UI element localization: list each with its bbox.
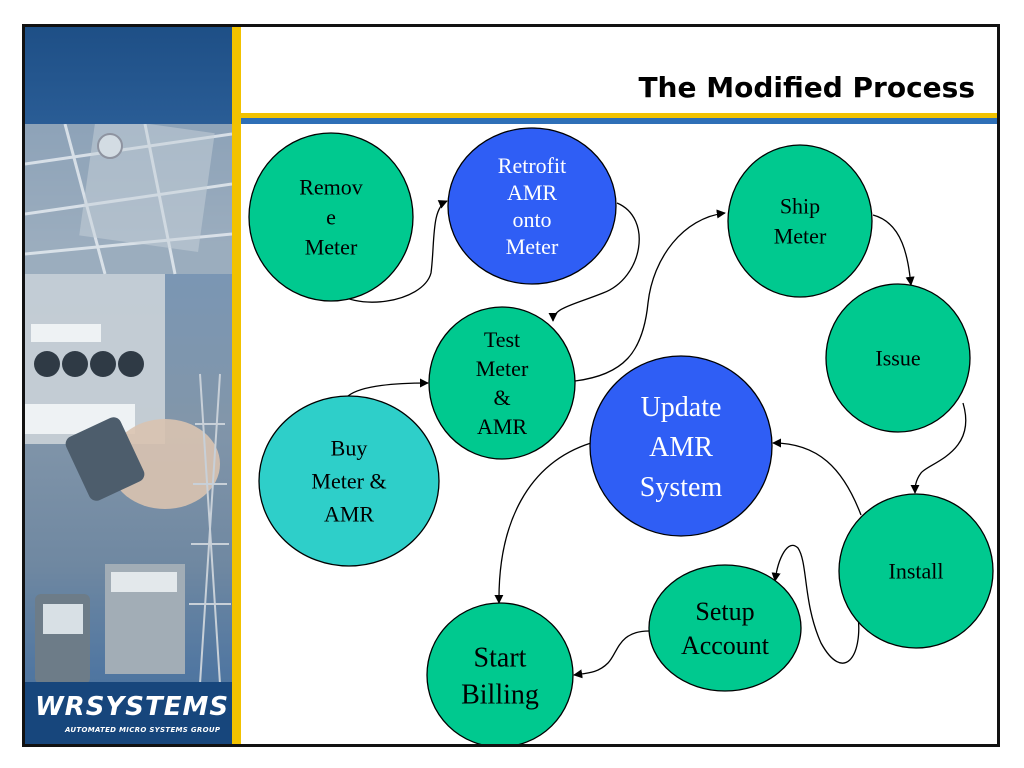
process-diagram: RemoveMeterRetrofitAMRontoMeterShipMeter… (248, 127, 994, 744)
node-label-line: AMR (507, 180, 557, 205)
node-label-line: Retrofit (498, 153, 566, 178)
sidebar-accent-bar (232, 27, 241, 744)
node-label-line: Buy (331, 436, 368, 461)
node-shape (727, 144, 873, 298)
node-label-line: Meter (506, 234, 559, 259)
node-shape (428, 306, 576, 460)
node-label-line: AMR (649, 432, 713, 463)
node-shape (589, 355, 773, 537)
arrow-ship-meter-to-issue (872, 214, 915, 286)
arrow-retrofit-to-test-meter (548, 202, 640, 322)
arrow-update-amr-to-start-billing (494, 442, 592, 604)
node-label-line: System (640, 472, 723, 503)
node-shape (825, 283, 971, 433)
arrow-remove-meter-to-retrofit (330, 200, 448, 303)
node-install: Install (838, 493, 994, 649)
node-label-line: AMR (477, 414, 527, 439)
node-label-line: Billing (461, 679, 539, 710)
node-label-line: Meter (476, 356, 529, 381)
slide-title: The Modified Process (638, 71, 975, 104)
title-rule-blue (241, 118, 997, 124)
node-shape (838, 493, 994, 649)
node-label-line: Ship (780, 194, 820, 219)
node-label-line: Remov (299, 175, 363, 200)
logo-tagline: AUTOMATED MICRO SYSTEMS GROUP (65, 726, 221, 734)
node-shape (648, 564, 802, 692)
node-shape (426, 602, 574, 744)
company-logo: WRSYSTEMS AUTOMATED MICRO SYSTEMS GROUP (25, 682, 232, 744)
arrow-issue-to-install (910, 402, 967, 494)
node-issue: Issue (825, 283, 971, 433)
node-shape (248, 132, 414, 302)
node-label-line: Meter & (311, 469, 386, 494)
node-label-line: AMR (324, 502, 374, 527)
node-label-line: Meter (305, 235, 358, 260)
edges-layer (330, 200, 967, 679)
arrow-install-to-setup-account (771, 544, 860, 664)
node-label-line: Account (681, 631, 770, 660)
title-rule-yellow (241, 113, 997, 118)
node-label-line: Start (474, 642, 527, 673)
arrow-buy-meter-to-test-meter (347, 378, 429, 397)
node-label-line: Setup (695, 597, 754, 626)
arrow-install-to-update-amr (772, 438, 862, 516)
node-label-line: e (326, 205, 336, 230)
node-shape (447, 127, 617, 285)
node-label-line: onto (512, 207, 551, 232)
node-label-line: Update (641, 392, 722, 423)
logo-name: WRSYSTEMS (35, 692, 230, 722)
node-label-line: & (493, 385, 510, 410)
node-label-line: Test (484, 327, 520, 352)
sidebar-panel: WRSYSTEMS AUTOMATED MICRO SYSTEMS GROUP (25, 27, 232, 744)
node-label-line: Install (889, 559, 944, 584)
sidebar-photo-collage (25, 124, 232, 684)
arrow-setup-account-to-start-billing (573, 630, 650, 679)
node-label-line: Meter (774, 224, 827, 249)
arrow-test-meter-to-ship-meter (574, 209, 726, 382)
slide-frame: WRSYSTEMS AUTOMATED MICRO SYSTEMS GROUP … (22, 24, 1000, 747)
node-label-line: Issue (875, 346, 920, 371)
node-shape (258, 395, 440, 567)
nodes-layer: RemoveMeterRetrofitAMRontoMeterShipMeter… (248, 127, 994, 744)
